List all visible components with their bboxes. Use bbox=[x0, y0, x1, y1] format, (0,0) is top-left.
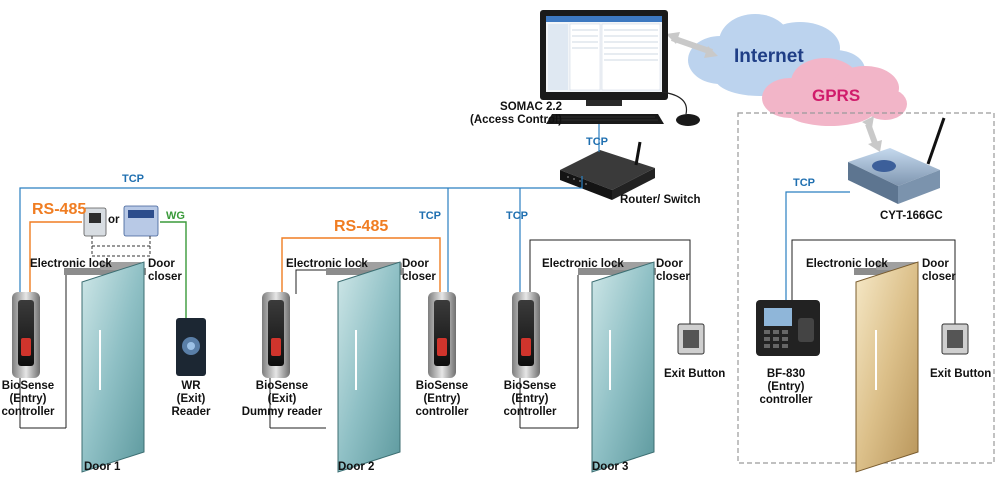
caption-line: BioSense bbox=[1, 380, 55, 392]
electronic-lock-label-door1: Electronic lock bbox=[30, 258, 112, 270]
bf830-controller-icon bbox=[756, 300, 820, 356]
door-1 bbox=[64, 261, 146, 473]
caption-line: (Exit) bbox=[176, 393, 206, 405]
door-closer-line1: Door bbox=[148, 258, 175, 270]
software-name-line1: SOMAC 2.2 bbox=[500, 101, 563, 113]
door1-biosense-caption: BioSense (Entry) controller bbox=[1, 380, 54, 419]
caption-line: controller bbox=[415, 406, 469, 418]
bf-module-icon bbox=[123, 205, 159, 237]
computer-icon bbox=[540, 10, 700, 126]
caption-line: Reader bbox=[171, 406, 211, 418]
caption-line: (Entry) bbox=[511, 393, 549, 405]
caption-line: (Entry) bbox=[9, 393, 47, 405]
door4-controller-caption: BF-830 (Entry) controller bbox=[759, 368, 812, 407]
or-label: or bbox=[108, 214, 120, 226]
tcp-label-main: TCP bbox=[122, 173, 144, 185]
caption-line: BioSense bbox=[255, 380, 309, 392]
caption-line: controller bbox=[759, 394, 813, 406]
caption-line: Dummy reader bbox=[241, 406, 323, 418]
door3-biosense-caption: BioSense (Entry) controller bbox=[503, 380, 556, 419]
electronic-lock-label-door3: Electronic lock bbox=[542, 258, 624, 270]
door-closer-line2: closer bbox=[402, 271, 436, 283]
tcp-network-lines bbox=[19, 124, 850, 348]
door3-title: Door 3 bbox=[592, 461, 629, 473]
router-icon bbox=[560, 141, 655, 200]
tcp-label-door2: TCP bbox=[419, 210, 441, 222]
wg-line bbox=[160, 221, 187, 320]
rs485-label-door2: RS-485 bbox=[334, 218, 389, 235]
door2-title: Door 2 bbox=[338, 461, 375, 473]
exit-button-door4 bbox=[941, 323, 969, 355]
caption-line: BioSense bbox=[415, 380, 469, 392]
door-3 bbox=[578, 261, 656, 473]
tcp-label-router: TCP bbox=[586, 136, 608, 148]
dashed-wiring bbox=[91, 236, 151, 257]
cyt-166gc-device-icon bbox=[848, 117, 946, 204]
door2-exit-caption: BioSense (Exit) Dummy reader bbox=[242, 380, 323, 419]
biosense-reader-door2-entry bbox=[428, 292, 456, 378]
caption-line: BioSense bbox=[503, 380, 557, 392]
software-name: SOMAC 2.2 (Access Control) bbox=[470, 101, 562, 127]
gprs-cloud bbox=[762, 58, 907, 126]
door-closer-line2: closer bbox=[656, 271, 690, 283]
tcp-label-door3: TCP bbox=[506, 210, 528, 222]
software-name-line2: (Access Control) bbox=[470, 114, 563, 126]
caption-line: (Exit) bbox=[267, 393, 297, 405]
caption-line: (Entry) bbox=[423, 393, 461, 405]
door1-title: Door 1 bbox=[84, 461, 121, 473]
door2-entry-caption: BioSense (Entry) controller bbox=[415, 380, 468, 419]
cyt-166gc-label: CYT-166GC bbox=[880, 210, 943, 222]
exit-button-label-door3: Exit Button bbox=[664, 368, 726, 380]
wg-label: WG bbox=[166, 210, 185, 222]
wr-reader-icon bbox=[176, 318, 206, 376]
internet-label: Internet bbox=[734, 46, 804, 67]
biosense-reader-door1 bbox=[12, 292, 40, 378]
door-closer-line1: Door bbox=[922, 258, 949, 270]
electronic-lock-label-door4: Electronic lock bbox=[806, 258, 888, 270]
caption-line: BF-830 bbox=[766, 368, 806, 380]
router-label: Router/ Switch bbox=[620, 194, 701, 206]
caption-line: controller bbox=[503, 406, 557, 418]
tcp-label-gprs-site: TCP bbox=[793, 177, 815, 189]
rs485-label-door1: RS-485 bbox=[32, 201, 87, 218]
caption-line: (Entry) bbox=[767, 381, 805, 393]
rs485-lines bbox=[29, 221, 441, 294]
exit-button-door3 bbox=[677, 323, 705, 355]
door-closer-line2: closer bbox=[922, 271, 956, 283]
caption-line: controller bbox=[1, 406, 55, 418]
biosense-reader-door2-exit bbox=[262, 292, 290, 378]
door-4 bbox=[854, 261, 919, 473]
door-closer-line1: Door bbox=[402, 258, 429, 270]
door-closer-line1: Door bbox=[656, 258, 683, 270]
caption-line: WR bbox=[181, 380, 201, 392]
gprs-label: GPRS bbox=[812, 86, 861, 105]
converter-module-icon bbox=[83, 207, 107, 237]
door1-reader-caption: WR (Exit) Reader bbox=[172, 380, 211, 419]
internet-arrow bbox=[671, 35, 713, 55]
biosense-reader-door3 bbox=[512, 292, 540, 378]
door-2 bbox=[326, 261, 404, 473]
door-closer-line2: closer bbox=[148, 271, 182, 283]
exit-button-label-door4: Exit Button bbox=[930, 368, 992, 380]
gprs-site-area bbox=[737, 112, 995, 464]
electronic-lock-label-door2: Electronic lock bbox=[286, 258, 368, 270]
